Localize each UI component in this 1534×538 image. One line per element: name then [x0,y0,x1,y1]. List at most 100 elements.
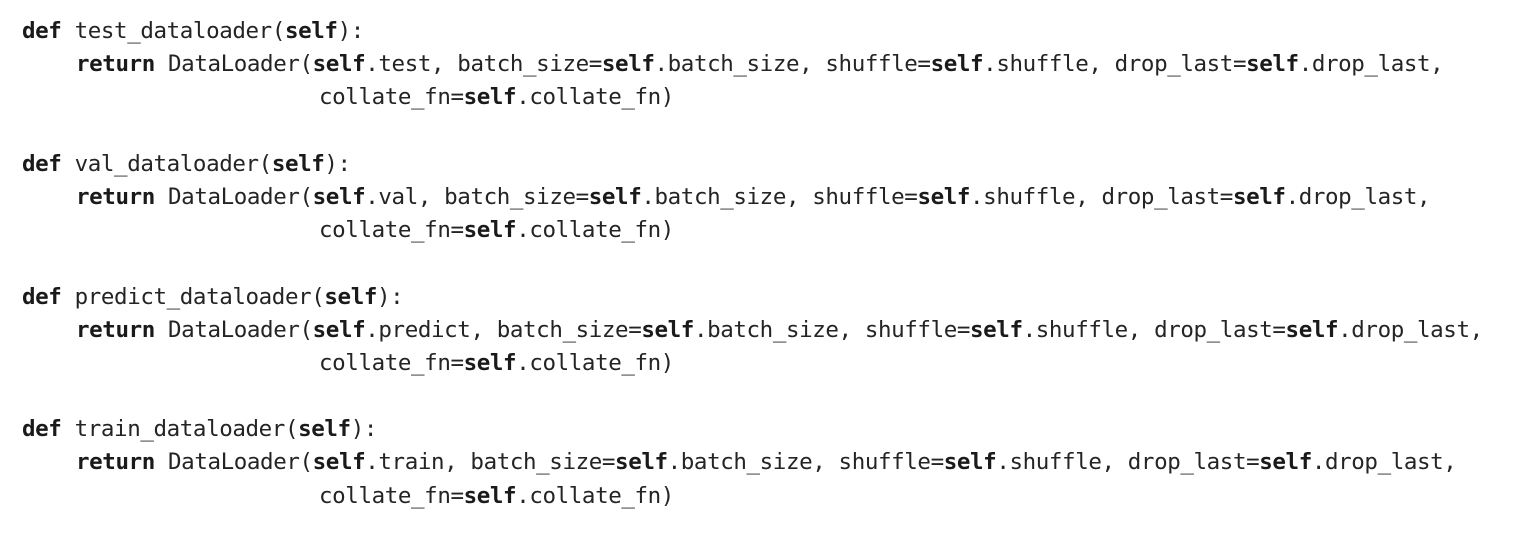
code-token: , drop_last= [1075,183,1233,210]
keyword-self: self [930,51,984,78]
code-token: , drop_last= [1101,449,1260,476]
keyword-self: self [312,449,366,476]
code-token: .shuffle [970,183,1076,210]
keyword-self: self [284,18,338,44]
code-block: def test_dataloader(self):return DataLoa… [22,15,1483,513]
keyword-self: self [615,449,668,476]
code-line-return: return DataLoader(self.train, batch_size… [76,449,1457,476]
code-token: , drop_last= [1088,51,1247,78]
keyword-self: self [1246,51,1299,78]
code-token: .drop_last, [1298,51,1444,78]
code-line-blank [22,115,1483,148]
keyword-self: self [1232,183,1286,210]
keyword-self: self [312,51,366,78]
code-line-return: return DataLoader(self.predict, batch_si… [76,316,1483,343]
code-token: , shuffle= [812,449,944,476]
keyword-self: self [641,316,694,343]
keyword-self: self [588,183,642,210]
code-token: .shuffle [996,449,1102,476]
code-line-return: return DataLoader(self.test, batch_size=… [76,51,1444,78]
code-line-return: return DataLoader(self.val, batch_size=s… [76,183,1431,210]
code-token: , batch_size= [470,316,642,343]
code-token: .collate_fn) [516,84,674,111]
code-token: , batch_size= [444,449,616,476]
code-line-def: def train_dataloader(self): [22,413,1483,446]
code-token: .drop_last, [1311,449,1457,476]
code-token: .drop_last, [1338,316,1483,343]
code-token: ( [271,18,286,44]
code-token: , drop_last= [1127,316,1286,343]
keyword-self: self [463,84,517,111]
code-token: DataLoader( [154,183,313,210]
dataset-attr: val [378,183,418,210]
code-token: .collate_fn) [516,217,674,244]
code-token: collate_fn= [319,84,464,111]
code-line-def: def predict_dataloader(self): [22,281,1483,314]
dataset-attr: test [378,51,431,78]
code-token: , shuffle= [799,51,931,78]
code-token: .shuffle [1022,316,1129,343]
code-token: , shuffle= [838,316,971,343]
code-line-blank [22,380,1483,413]
code-token: ): [350,416,378,443]
code-token: .collate_fn) [516,349,674,376]
code-token: .batch_size [693,316,839,343]
code-line-def: def test_dataloader(self): [22,15,1483,48]
function-name: test_dataloader [74,18,273,44]
code-token: collate_fn= [319,349,464,376]
function-name: val_dataloader [74,150,259,177]
keyword-def: def [22,150,62,177]
keyword-self: self [312,183,366,210]
code-token: .batch_size [641,183,786,210]
keyword-self: self [463,217,517,244]
code-token: DataLoader( [154,316,313,343]
function-name: predict_dataloader [74,283,312,310]
code-token: .collate_fn) [516,482,674,509]
code-token: collate_fn= [319,482,464,509]
code-token: DataLoader( [154,51,313,78]
keyword-self: self [324,283,377,310]
keyword-self: self [298,416,351,443]
code-token: , batch_size= [417,183,589,210]
keyword-return: return [76,449,155,476]
code-token: ): [324,150,351,177]
keyword-self: self [271,150,325,177]
keyword-def: def [22,416,62,443]
code-token: .batch_size [667,449,813,476]
code-token: ( [284,416,299,443]
keyword-self: self [970,316,1023,343]
code-token: ( [311,283,325,310]
code-token: .drop_last, [1285,183,1431,210]
keyword-return: return [76,316,155,343]
code-line-collate: collate_fn=self.collate_fn) [22,81,1483,114]
code-line-collate: collate_fn=self.collate_fn) [22,480,1483,513]
keyword-self: self [1285,316,1339,343]
keyword-def: def [22,283,62,310]
keyword-return: return [76,51,155,78]
function-name: train_dataloader [74,416,286,443]
code-line-collate: collate_fn=self.collate_fn) [22,214,1483,247]
code-line-collate: collate_fn=self.collate_fn) [22,347,1483,380]
code-line-blank [22,247,1483,280]
keyword-self: self [943,449,997,476]
dataset-attr: predict [378,316,471,343]
keyword-return: return [76,183,155,210]
keyword-self: self [601,51,655,78]
keyword-def: def [22,18,62,44]
code-token: ): [377,283,404,310]
code-token: ): [337,18,365,44]
keyword-self: self [463,482,517,509]
code-token: DataLoader( [154,449,313,476]
keyword-self: self [917,183,971,210]
code-line-def: def val_dataloader(self): [22,148,1483,181]
code-token: ( [258,150,273,177]
keyword-self: self [463,349,517,376]
keyword-self: self [1259,449,1312,476]
code-token: , shuffle= [785,183,918,210]
code-token: , batch_size= [431,51,602,78]
code-token: collate_fn= [319,217,464,244]
keyword-self: self [312,316,366,343]
code-token: .shuffle [983,51,1089,78]
dataset-attr: train [378,449,445,476]
code-token: .batch_size [654,51,800,78]
